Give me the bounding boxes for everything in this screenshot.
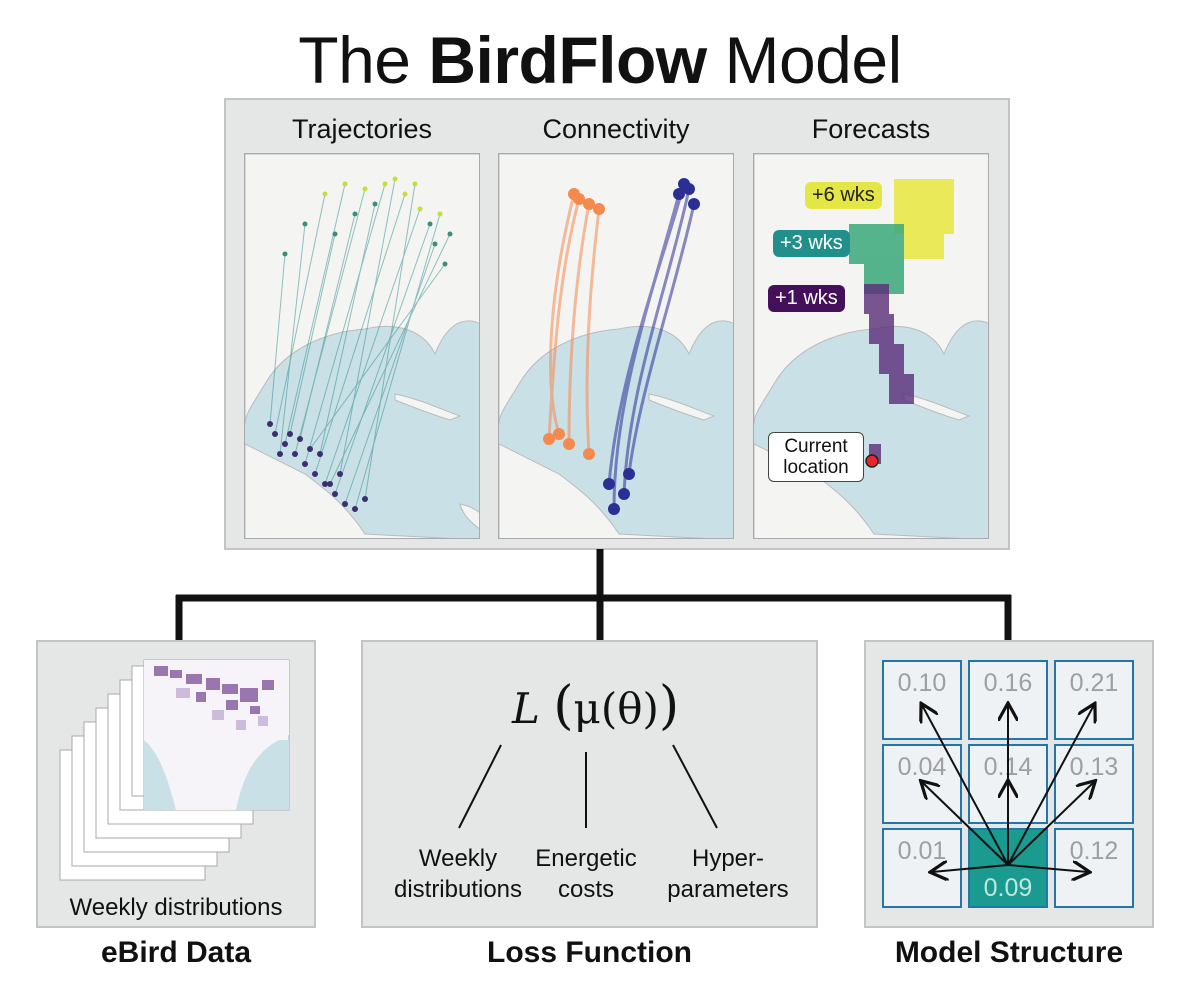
trajectories-svg	[245, 154, 479, 538]
structure-caption: Model Structure	[894, 936, 1124, 969]
transition-arrows	[882, 660, 1137, 908]
current-location-marker	[865, 454, 879, 468]
loss-branches	[458, 744, 718, 829]
transition-grid: 0.10 0.16 0.21 0.04 0.14 0.13 0.01 0.09 …	[882, 660, 1137, 908]
loss-formula: L (μ(θ))	[512, 676, 679, 736]
weekly-distributions-stack	[59, 659, 290, 881]
tag-6wks: +6 wks	[805, 182, 882, 209]
connectivity-svg	[499, 154, 733, 538]
connectivity-label: Connectivity	[542, 114, 690, 144]
tag-1wks: +1 wks	[768, 285, 845, 312]
current-location-label: Current location	[768, 432, 864, 482]
tag-3wks: +3 wks	[773, 230, 850, 257]
grid-cell: 0.12	[1054, 828, 1134, 908]
title-suffix: Model	[724, 23, 902, 97]
trajectories-label: Trajectories	[291, 114, 433, 144]
connectivity-map	[498, 153, 734, 539]
loss-term-hyper: Hyper- parameters	[656, 843, 800, 905]
loss-term-energetic-line2: costs	[557, 876, 614, 903]
title-bold: BirdFlow	[428, 23, 707, 97]
loss-term-weekly: Weekly distributions	[384, 843, 532, 905]
loss-term-energetic: Energetic costs	[520, 843, 652, 905]
formula-open-paren: (	[553, 676, 574, 736]
trajectories-map	[244, 153, 480, 539]
loss-term-energetic-line1: Energetic	[535, 845, 637, 872]
formula-arg: μ(θ)	[573, 684, 659, 733]
ebird-caption: eBird Data	[100, 936, 252, 969]
formula-close-paren: )	[658, 676, 680, 736]
forecasts-label: Forecasts	[811, 114, 931, 144]
loss-term-weekly-line2: distributions	[393, 876, 523, 903]
formula-L: L	[512, 684, 540, 733]
grid-cell: 0.10	[882, 660, 962, 740]
loss-term-hyper-line1: Hyper-	[691, 845, 764, 872]
loss-term-hyper-line2: parameters	[667, 876, 789, 903]
forecasts-svg	[754, 154, 988, 538]
loss-panel	[361, 640, 818, 928]
loss-caption: Loss Function	[487, 936, 692, 969]
loss-term-weekly-line1: Weekly	[418, 845, 498, 872]
grid-cell: 0.21	[1054, 660, 1134, 740]
weekly-distributions-label: Weekly distributions	[69, 894, 283, 921]
forecasts-map	[753, 153, 989, 539]
title-prefix: The	[298, 23, 411, 97]
page-title: The BirdFlow Model	[0, 22, 1200, 98]
